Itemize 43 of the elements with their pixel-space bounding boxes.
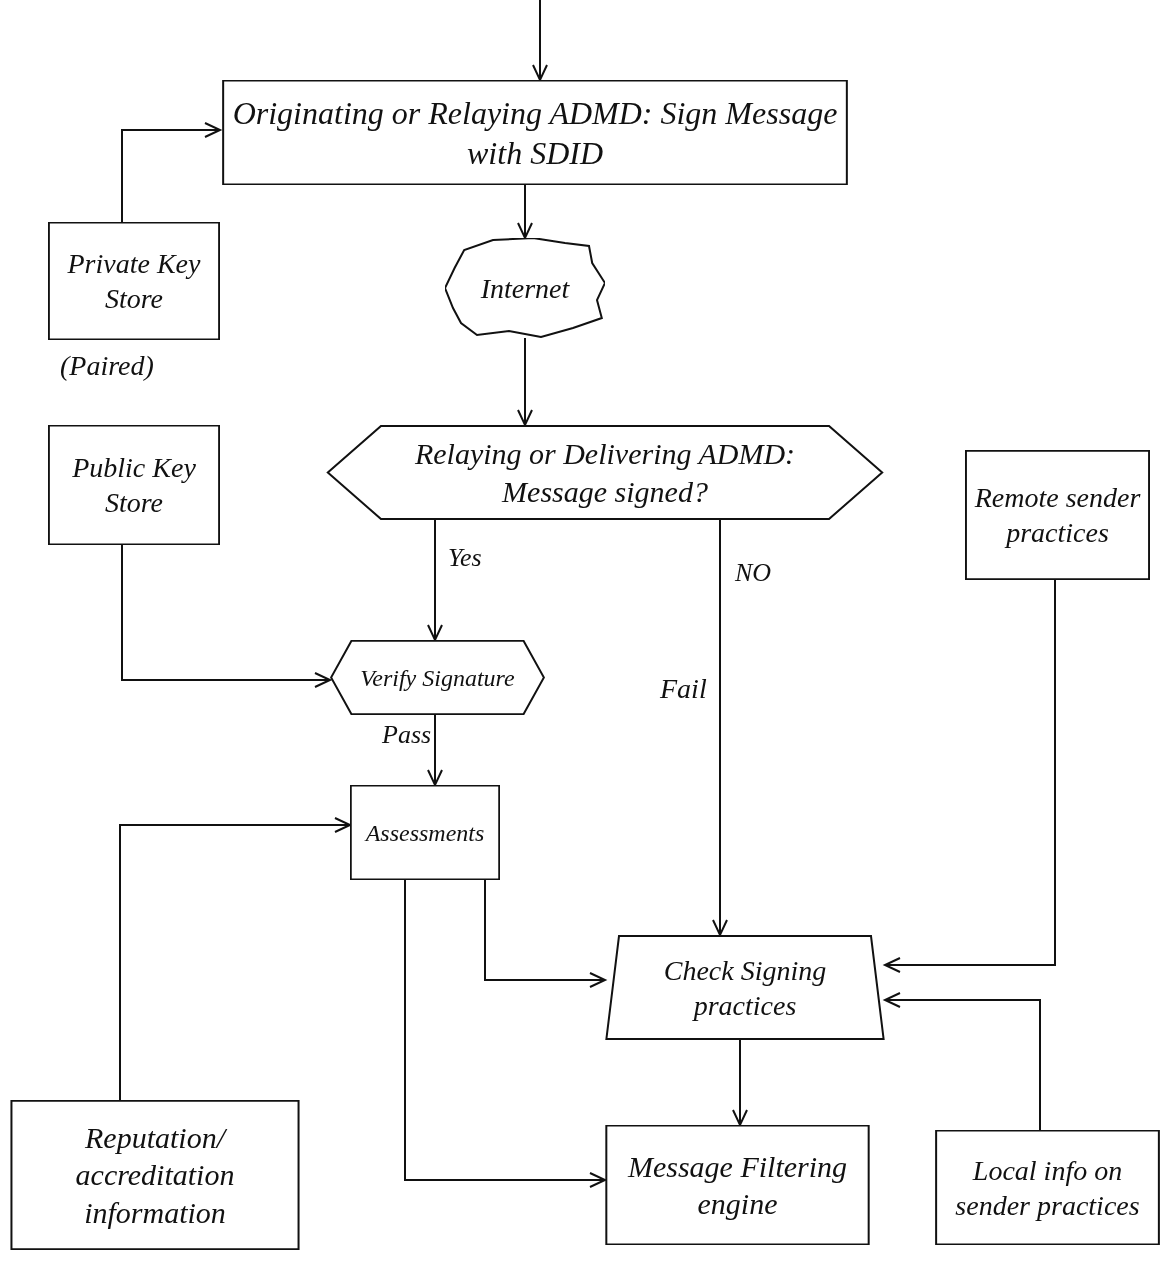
- connector-arrow: [732, 1039, 748, 1126]
- connector-arrow: [121, 122, 221, 223]
- process-box: [10, 1100, 300, 1250]
- node-label: Verify Signature: [359, 663, 516, 693]
- internet-cloud: [445, 238, 605, 338]
- node-label: Reputation/ accreditation information: [74, 1119, 236, 1231]
- node-label: Internet: [480, 271, 570, 306]
- node-label: Local info on sender practices: [954, 1153, 1141, 1223]
- node-label: Private Key Store: [66, 247, 202, 316]
- connector-arrow: [484, 879, 606, 988]
- connector-arrow: [427, 714, 443, 786]
- connector-arrow: [427, 519, 443, 641]
- process-box: [935, 1130, 1160, 1245]
- process-trapezoid: [605, 935, 885, 1040]
- node-label: Relaying or Delivering ADMD: Message signed?: [413, 436, 797, 510]
- process-box: [350, 785, 500, 880]
- process-box: [48, 425, 220, 545]
- annotation-text: (Paired): [60, 352, 154, 380]
- edge-label: NO: [735, 560, 772, 586]
- node-label: Check Signing practices: [662, 953, 828, 1023]
- connector-arrow: [884, 579, 1056, 973]
- connector-arrow: [712, 519, 728, 936]
- connector-arrow: [517, 337, 533, 426]
- node-label: Public Key Store: [71, 451, 197, 520]
- connector-arrow: [404, 879, 606, 1188]
- process-box: [605, 1125, 870, 1245]
- decision-hexagon: [330, 640, 545, 715]
- node-label: Remote sender practices: [973, 481, 1142, 550]
- node-label: Assessments: [365, 818, 485, 848]
- process-box: [220, 80, 850, 185]
- connector-arrow: [119, 817, 351, 1101]
- node-label: Originating or Relaying ADMD: Sign Message with SDID: [231, 93, 839, 173]
- process-box: [965, 450, 1150, 580]
- decision-hexagon: [325, 425, 885, 520]
- process-box: [48, 222, 220, 340]
- annotation-text: Fail: [660, 675, 707, 703]
- edge-label: Pass: [382, 722, 432, 748]
- connector-arrow: [121, 544, 331, 688]
- node-label: Message Filtering engine: [626, 1148, 849, 1222]
- connector-arrow: [532, 0, 548, 81]
- connector-arrow: [884, 992, 1041, 1131]
- connector-arrow: [517, 184, 533, 239]
- edge-label: Yes: [448, 545, 482, 571]
